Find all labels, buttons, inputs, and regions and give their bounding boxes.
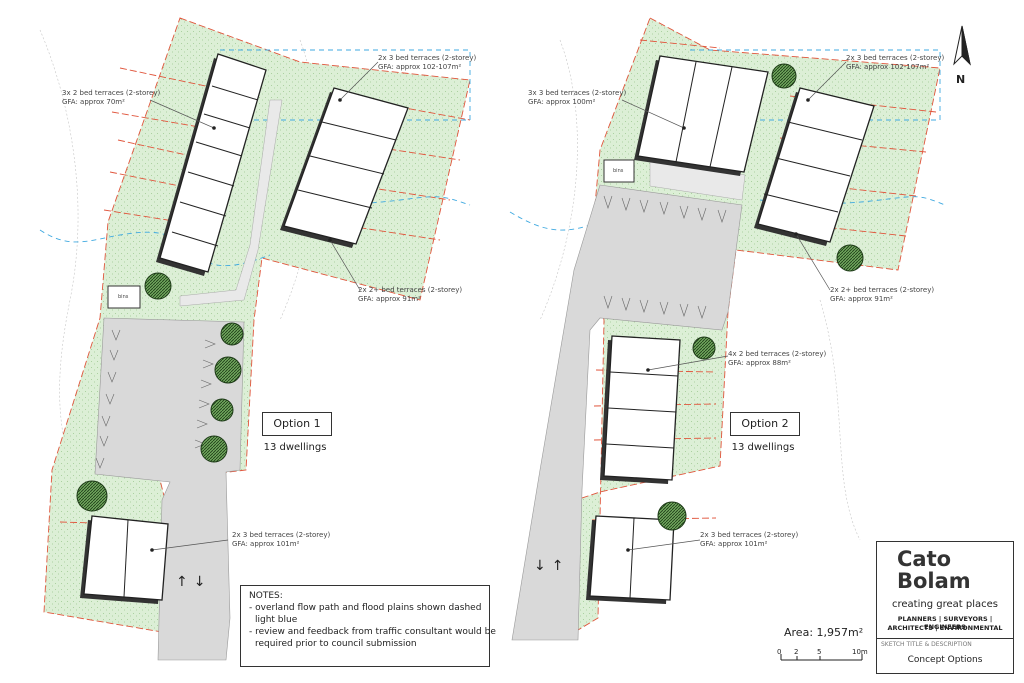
- notes-line: - review and feedback from traffic consu…: [249, 627, 496, 637]
- label-opt2-3bed-left: 3x 3 bed terraces (2-storey)GFA: approx …: [528, 89, 627, 106]
- traffic-arrows-option-2: ↓↑: [534, 558, 570, 574]
- option-2-middle-terraces: [603, 335, 681, 481]
- bins-label: bins: [613, 168, 624, 174]
- tree-icon: [657, 501, 687, 531]
- label-opt2-2plus: 2x 2+ bed terraces (2-storey)GFA: approx…: [830, 286, 935, 303]
- scale-tick-10: 10m: [852, 648, 868, 656]
- option-2-site: [509, 17, 946, 641]
- tree-icon: [144, 272, 172, 300]
- option-2-parking-bays: [603, 195, 727, 319]
- scale-tick-2: 2: [794, 648, 799, 656]
- tree-icon: [836, 244, 864, 272]
- traffic-arrows-option-1: ↑↓: [176, 574, 212, 590]
- scale-tick-5: 5: [817, 648, 822, 656]
- label-opt1-2bed: 3x 2 bed terraces (2-storey)GFA: approx …: [62, 89, 161, 106]
- label-opt2-4x2: 4x 2 bed terraces (2-storey)GFA: approx …: [728, 350, 827, 367]
- option-2-parking-area: [511, 184, 743, 641]
- notes-line: - overland flow path and flood plains sh…: [249, 603, 482, 613]
- notes-line: light blue: [255, 615, 298, 625]
- brand-name: Cato Bolam: [897, 547, 971, 593]
- option-1-left-terraces: [159, 53, 267, 273]
- option-1-trees: [76, 272, 244, 512]
- bins-label: bins: [118, 294, 129, 300]
- option-2-unit-divisions: [605, 61, 863, 599]
- option-2-bins-enclosure: [603, 159, 635, 183]
- notes-box: NOTES: - overland flow path and flood pl…: [240, 585, 496, 667]
- option-1-title: Option 1: [262, 412, 332, 436]
- label-opt1-2plus: 2x 2+ bed terraces (2-storey)GFA: approx…: [358, 286, 463, 303]
- tree-icon: [210, 398, 234, 422]
- title-divider: [877, 638, 1013, 639]
- services-line-2: ARCHITECTS | ENVIRONMENTAL: [887, 624, 1003, 632]
- option-2-trees: [657, 63, 864, 531]
- services-line-1: PLANNERS | SURVEYORS | ENGINEERS: [897, 615, 993, 631]
- option-1-footpath: [179, 99, 283, 307]
- option-1-unit-divisions: [123, 85, 397, 598]
- tree-icon: [220, 322, 244, 346]
- option-2-leader-lines: [621, 61, 847, 551]
- option-2-title: Option 2: [730, 412, 800, 436]
- north-arrow-icon: [953, 25, 971, 66]
- label-opt2-3bed-bottom: 2x 3 bed terraces (2-storey)GFA: approx …: [700, 531, 799, 548]
- brand-tagline: creating great places: [892, 599, 998, 610]
- option-1-bins-enclosure: [107, 285, 141, 309]
- label-opt1-3bed-bottom: 2x 3 bed terraces (2-storey)GFA: approx …: [232, 531, 331, 548]
- tree-icon: [214, 356, 242, 384]
- title-block: Cato Bolam creating great places PLANNER…: [876, 541, 1014, 674]
- tree-icon: [76, 480, 108, 512]
- label-opt2-3bed-right: 2x 3 bed terraces (2-storey)GFA: approx …: [846, 54, 945, 71]
- option-2-right-terraces: [757, 87, 875, 243]
- option-1-parking-area: [94, 317, 245, 661]
- option-1-leader-lines: [149, 61, 379, 551]
- option-1-site: [39, 17, 471, 661]
- option-2-dwellings: 13 dwellings: [731, 442, 795, 453]
- notes-heading: NOTES:: [249, 591, 283, 601]
- sketch-title-label: SKETCH TITLE & DESCRIPTION: [881, 641, 972, 648]
- tree-icon: [771, 63, 797, 89]
- option-1-dwellings: 13 dwellings: [263, 442, 327, 453]
- sketch-description: Concept Options: [907, 655, 983, 665]
- scale-tick-0: 0: [777, 648, 782, 656]
- north-label: N: [956, 73, 966, 86]
- scale-bar: [780, 654, 863, 661]
- tree-icon: [200, 435, 228, 463]
- option-1-buildings: [83, 53, 409, 601]
- site-area: Area: 1,957m²: [784, 626, 864, 639]
- option-2-buildings: [589, 55, 875, 601]
- label-opt1-3bed-top: 2x 3 bed terraces (2-storey)GFA: approx …: [378, 54, 477, 71]
- option-1-right-terraces: [283, 87, 409, 245]
- tree-icon: [692, 336, 716, 360]
- option-1-parking-bays: [95, 329, 216, 469]
- notes-line: required prior to council submission: [255, 639, 417, 649]
- option-2-left-terraces: [637, 55, 769, 173]
